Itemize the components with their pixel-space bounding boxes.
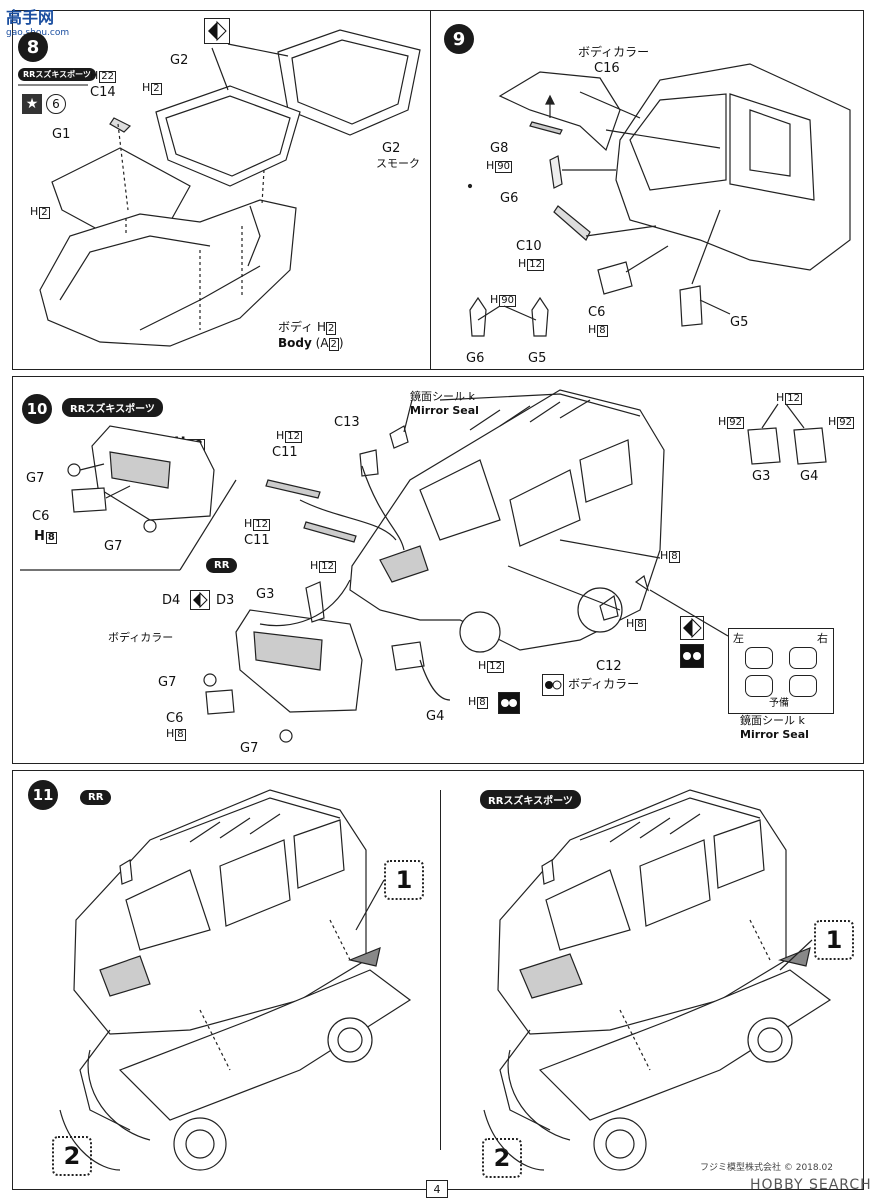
step-11-divider: [440, 790, 441, 1150]
step-10-pill-rr: RR: [206, 558, 238, 573]
page-number: 4: [426, 1180, 448, 1198]
step-11-left-box-2: 2: [52, 1136, 92, 1176]
step-11-drawing-rr: [0, 770, 440, 1200]
label-g6: G6: [500, 191, 519, 206]
label-g1: G1: [52, 127, 71, 142]
hobby-search-watermark: HOBBY SEARCH: [750, 1177, 872, 1193]
label-body-color: ボディカラー: [578, 45, 650, 59]
label-g5-small: G5: [528, 351, 547, 366]
label-c16: C16: [594, 61, 620, 76]
seal-piece-3: [745, 675, 773, 697]
panel-step-10: [12, 376, 864, 764]
label-body-color: ボディカラー: [108, 631, 174, 644]
label-c12: C12: [596, 659, 622, 674]
label-c14: C14: [90, 85, 116, 100]
step-8-pill-rr-sports: RRスズキスポーツ: [18, 68, 96, 81]
label-g7-b: G7: [240, 741, 259, 756]
label-g2-smoke: G2: [382, 141, 401, 156]
step-11-left-box-1: 1: [384, 860, 424, 900]
label-d3: D3: [216, 593, 235, 608]
seal-right-label: 右: [817, 632, 828, 645]
seal-piece-2: [789, 647, 817, 669]
label-g3: G3: [256, 587, 275, 602]
label-c10: C10: [516, 239, 542, 254]
label-c11-a: C11: [272, 445, 298, 460]
step-11-drawing-rr-sports: [440, 770, 870, 1200]
seal-spare-label: 予備: [769, 698, 789, 709]
label-c6: C6: [166, 711, 184, 726]
h8-d-circles-icon: [680, 644, 704, 668]
step-8-arrows-icon: [204, 18, 230, 44]
label-c11-b: C11: [244, 533, 270, 548]
step-9-drawing: [430, 0, 870, 370]
step-11-right-box-1: 1: [814, 920, 854, 960]
step-8-9-divider: [430, 10, 431, 370]
h8-b-circles-icon: [498, 692, 520, 714]
label-g4-right: G4: [800, 469, 819, 484]
step-11-pill-rr: RR: [80, 790, 112, 805]
star-decal-number-circle: 6: [46, 94, 66, 114]
label-smoke: スモーク: [376, 157, 420, 170]
label-d4: D4: [162, 593, 181, 608]
seal-piece-1: [745, 647, 773, 669]
label-g7-a: G7: [158, 675, 177, 690]
step-10-drawing: [0, 370, 870, 770]
inset-label-g7-b: G7: [104, 539, 123, 554]
label-c12-body-color: ボディカラー: [568, 677, 640, 691]
mirror-seal-sheet: 左 右 予備: [728, 628, 834, 714]
label-g4: G4: [426, 709, 445, 724]
inset-label-c6: C6: [32, 509, 50, 524]
step-10-number: 10: [22, 394, 52, 424]
seal-piece-4: [789, 675, 817, 697]
label-g6-small: G6: [466, 351, 485, 366]
d4-arrows-icon: [190, 590, 210, 610]
step-8-number: 8: [18, 32, 48, 62]
seal-left-label: 左: [733, 632, 744, 645]
step-8-pill-underline: [18, 84, 88, 86]
step-11-number: 11: [28, 780, 58, 810]
label-c13: C13: [334, 415, 360, 430]
step-9-number: 9: [444, 24, 474, 54]
star-decal-icon: ★: [22, 94, 42, 114]
label-g2-top: G2: [170, 53, 189, 68]
label-g3-right: G3: [752, 469, 771, 484]
step-8-drawing: [0, 0, 430, 370]
label-g8: G8: [490, 141, 509, 156]
c12-circles-icon: [542, 674, 564, 696]
step-11-pill-rr-sports: RRスズキスポーツ: [480, 790, 581, 809]
label-g5: G5: [730, 315, 749, 330]
watermark-site: 高手网: [6, 8, 55, 27]
inset-label-g7-a: G7: [26, 471, 45, 486]
copyright-text: フジミ模型株式会社 © 2018.02: [700, 1163, 833, 1173]
panel-step-8-9: [12, 10, 864, 370]
label-c6: C6: [588, 305, 606, 320]
step-10-pill-rr-sports: RRスズキスポーツ: [62, 398, 163, 417]
